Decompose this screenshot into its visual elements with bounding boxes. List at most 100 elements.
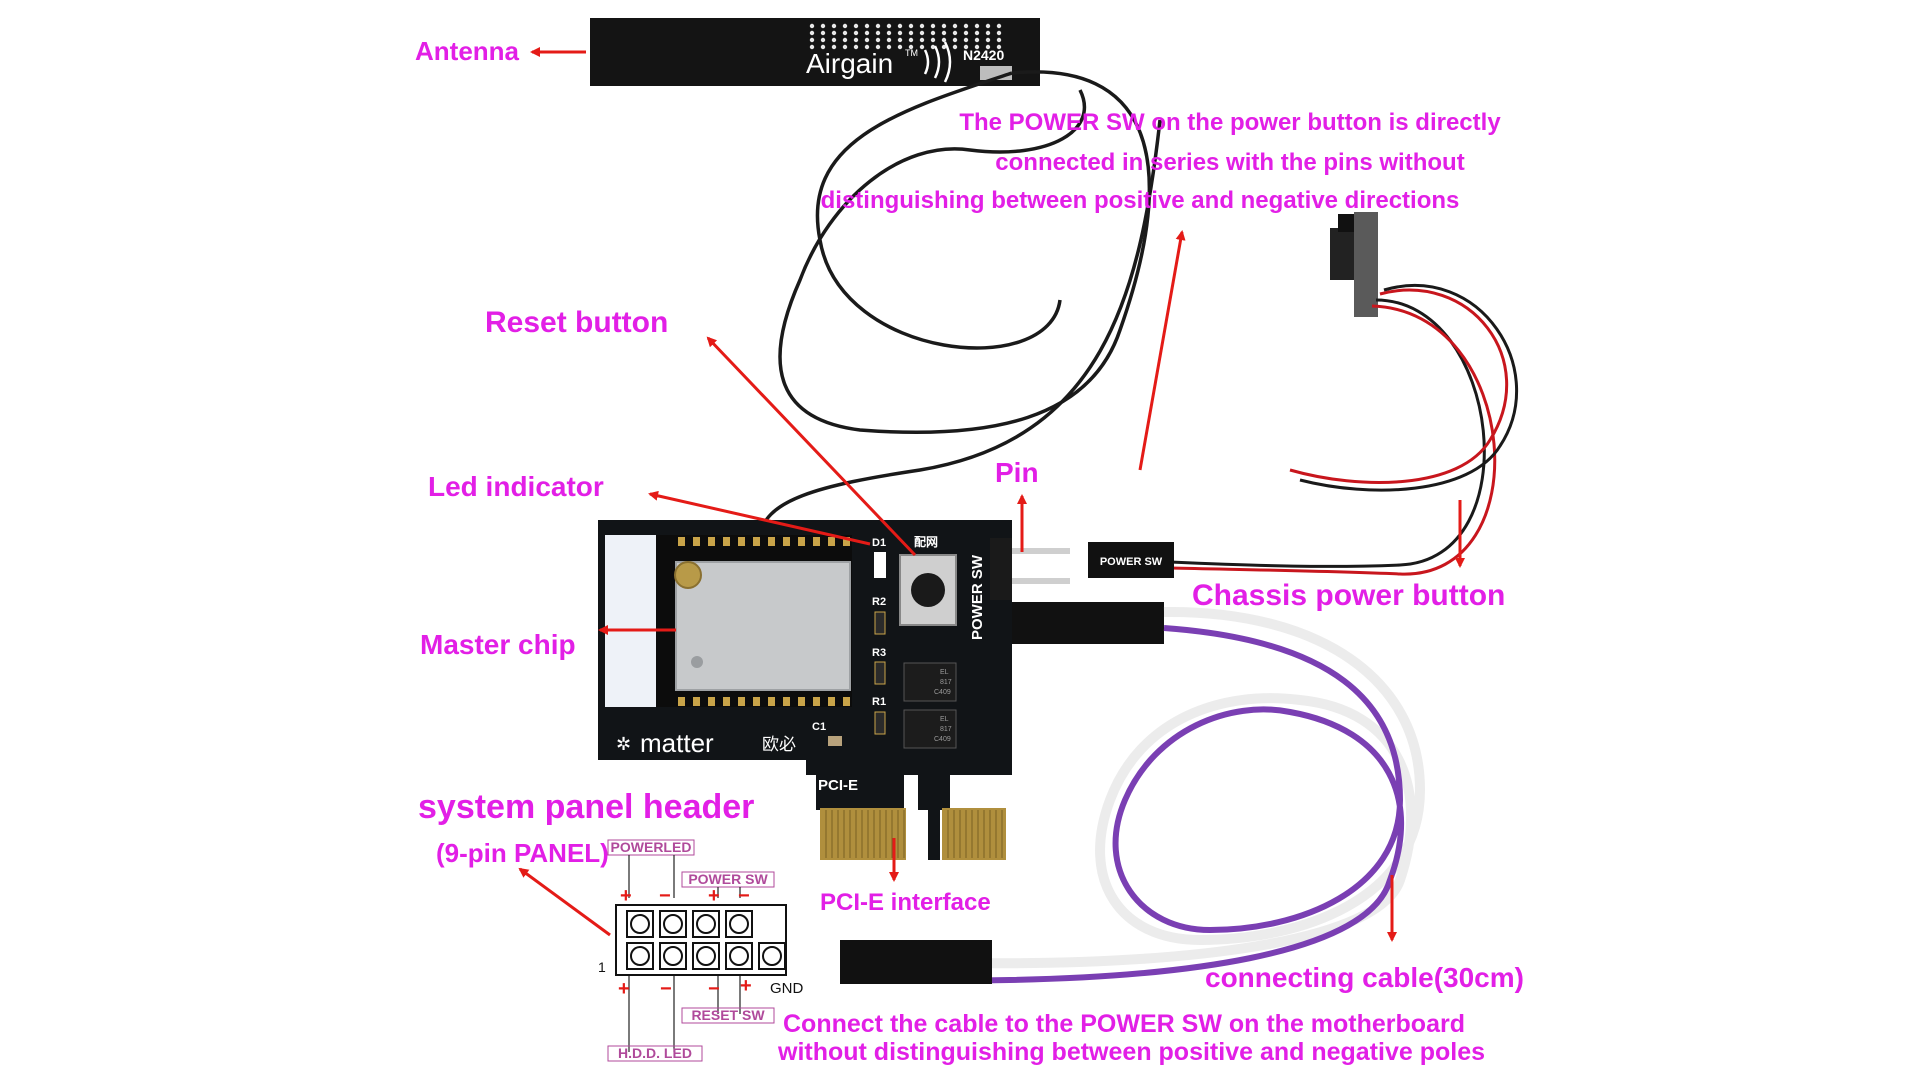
castellation-pad xyxy=(693,537,700,546)
c1-label: C1 xyxy=(812,721,826,733)
antenna-dot xyxy=(809,37,815,43)
pin-1 xyxy=(1012,548,1070,554)
d1-label: D1 xyxy=(872,537,886,549)
r1-resistor xyxy=(874,711,886,735)
castellation-pad xyxy=(738,537,745,546)
oubi-label: 欧必 xyxy=(762,735,796,754)
antenna-dot xyxy=(820,37,826,43)
castellation-pad xyxy=(813,697,820,706)
header-pin-hole xyxy=(630,946,650,966)
power-sw-silk: POWER SW xyxy=(969,554,986,640)
hdd-led-label: H.D.D. LED xyxy=(618,1045,692,1061)
antenna-dot xyxy=(875,44,881,50)
arrow-reset-button xyxy=(706,336,917,557)
antenna-dot xyxy=(919,30,925,36)
powerled-label: POWERLED xyxy=(611,839,692,855)
ic1-body xyxy=(903,662,957,702)
castellation-pad xyxy=(798,537,805,546)
minus-top-1: − xyxy=(659,885,671,907)
antenna-dot xyxy=(820,23,826,29)
antenna-dot xyxy=(941,37,947,43)
castellation-pad xyxy=(738,697,745,706)
power-sw-box xyxy=(681,871,775,888)
pin-header-base xyxy=(990,538,1012,600)
antenna-dot xyxy=(996,30,1002,36)
antenna-dot xyxy=(842,44,848,50)
antenna-dot xyxy=(985,44,991,50)
module-castellations xyxy=(678,537,850,706)
antenna: Airgain TM N2420 xyxy=(590,18,1040,86)
antenna-dot xyxy=(908,37,914,43)
antenna-dot xyxy=(864,30,870,36)
chassis-power-button xyxy=(1169,212,1519,576)
label-chassis-power-button: Chassis power button xyxy=(1192,579,1505,612)
r1-label: R1 xyxy=(872,696,886,708)
antenna-dot xyxy=(853,44,859,50)
antenna-dot xyxy=(952,23,958,29)
antenna-dot xyxy=(886,23,892,29)
antenna-dot xyxy=(996,44,1002,50)
label-led-indicator: Led indicator xyxy=(428,471,604,502)
header-pin-hole xyxy=(696,946,716,966)
matter-label: matter xyxy=(640,728,714,758)
antenna-dot xyxy=(897,44,903,50)
gnd-label: GND xyxy=(770,980,804,997)
label-power-sw-note-1: The POWER SW on the power button is dire… xyxy=(959,109,1501,136)
pin-2 xyxy=(1012,578,1070,584)
antenna-dot xyxy=(864,37,870,43)
castellation-pad xyxy=(753,697,760,706)
label-master-chip: Master chip xyxy=(420,629,576,660)
castellation-pad xyxy=(768,537,775,546)
castellation-pad xyxy=(828,697,835,706)
antenna-dot xyxy=(919,37,925,43)
antenna-area xyxy=(605,535,657,707)
antenna-dot-grid xyxy=(809,23,1002,50)
ic2-line2: 817 xyxy=(940,726,952,733)
header-pin-hole xyxy=(762,946,782,966)
antenna-dot xyxy=(897,23,903,29)
minus-top-2: − xyxy=(738,885,750,907)
castellation-pad xyxy=(723,537,730,546)
header-pin-hole xyxy=(663,946,683,966)
antenna-dot xyxy=(930,44,936,50)
power-sw-connector: POWER SW xyxy=(1088,542,1174,578)
power-sw-hdr-label: POWER SW xyxy=(688,871,768,887)
label-reset-button: Reset button xyxy=(485,306,668,339)
antenna-dot xyxy=(809,23,815,29)
antenna-dot xyxy=(875,23,881,29)
antenna-dot xyxy=(963,44,969,50)
reset-sw-box xyxy=(681,1007,775,1024)
peiwang-label: 配网 xyxy=(914,534,938,549)
antenna-dot xyxy=(853,23,859,29)
power-sw-plug xyxy=(1088,542,1174,578)
ic2-line3: C409 xyxy=(934,736,951,743)
antenna-dot xyxy=(831,44,837,50)
antenna-dot xyxy=(864,44,870,50)
arrow-power-sw-note xyxy=(1138,230,1186,471)
antenna-dot xyxy=(886,30,892,36)
cable-plug-bottom xyxy=(840,940,992,984)
r2-resistor xyxy=(874,611,886,635)
castellation-pad xyxy=(708,537,715,546)
antenna-dot xyxy=(842,37,848,43)
antenna-tm: TM xyxy=(905,48,918,58)
antenna-dot xyxy=(985,37,991,43)
powerled-box xyxy=(607,839,695,856)
ic1-line2: 817 xyxy=(940,679,952,686)
header-pin-hole xyxy=(696,914,716,934)
castellation-pad xyxy=(843,537,850,546)
label-antenna: Antenna xyxy=(415,36,520,66)
antenna-dot xyxy=(941,23,947,29)
cable-purple xyxy=(899,625,1405,984)
antenna-dot xyxy=(952,37,958,43)
reset-button-cap xyxy=(911,573,945,607)
wire-black-2 xyxy=(1299,283,1519,492)
plus-bot-1: + xyxy=(618,978,630,1000)
antenna-dot xyxy=(974,37,980,43)
reset-sw-label: RESET SW xyxy=(691,1007,765,1023)
wire-red-1 xyxy=(1169,304,1497,576)
antenna-dot xyxy=(941,30,947,36)
antenna-dot xyxy=(908,44,914,50)
